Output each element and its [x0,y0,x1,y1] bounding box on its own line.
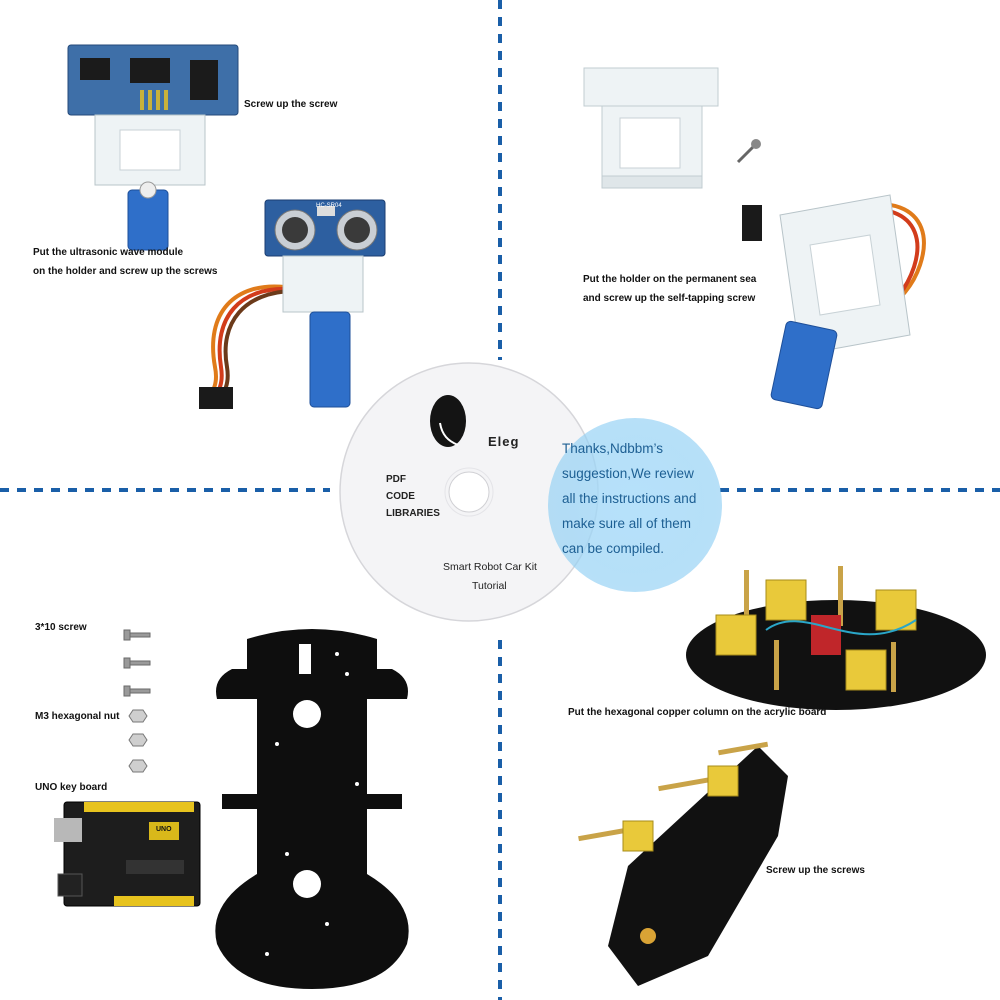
cd-content-pdf: PDF [386,474,406,485]
caption-screw-up-screw: Screw up the screw [244,99,338,110]
caption-ultrasonic-line1: Put the ultrasonic wave module [33,247,184,258]
caption-holder-line1: Put the holder on the permanent sea [583,274,757,285]
caption-screw-up-screws: Screw up the screws [766,865,865,876]
note-line-4: make sure all of them [562,516,692,531]
chassis-copper-column-photo [686,566,986,710]
divider-vertical-top [498,0,502,360]
caption-screw-3x10: 3*10 screw [35,622,87,633]
uno-board-label: UNO [156,826,172,833]
ultrasonic-mounted-photo [199,199,386,409]
cd-brand-name: Eleg [488,434,520,449]
note-line-5: can be compiled. [562,541,665,556]
cd-title-line1: Smart Robot Car Kit [443,561,537,573]
screw-icon [123,629,151,697]
elego-logo-icon [430,395,466,447]
note-line-1: Thanks,Ndbbm’s [562,441,664,456]
divider-horizontal-left [0,488,330,492]
divider-horizontal-right [720,488,1000,492]
note-bubble [548,418,722,592]
cd-content-libraries: LIBRARIES [386,508,440,519]
acrylic-holder-photo [583,67,719,189]
caption-m3-nut: M3 hexagonal nut [35,711,120,722]
chassis-screwed-photo [578,741,788,986]
divider-vertical-bottom [498,640,502,1000]
caption-uno-board: UNO key board [35,782,108,793]
sensor-model-label: HC-SR04 [316,203,342,209]
note-line-3: all the instructions and [562,491,697,506]
hex-nut-icon [128,709,148,773]
uno-board-photo [54,801,201,907]
cd-content-code: CODE [386,491,415,502]
cd-title-line2: Tutorial [472,580,507,592]
caption-copper-column: Put the hexagonal copper column on the a… [568,707,827,718]
acrylic-chassis-plate [215,629,409,989]
caption-ultrasonic-line2: on the holder and screw up the screws [33,266,218,277]
caption-holder-line2: and screw up the self-tapping screw [583,293,756,304]
holder-servo-photo [742,194,926,410]
note-line-2: suggestion,We review [562,466,694,481]
ultrasonic-holder-photo [67,44,239,251]
self-tapping-screw-icon [736,139,761,164]
